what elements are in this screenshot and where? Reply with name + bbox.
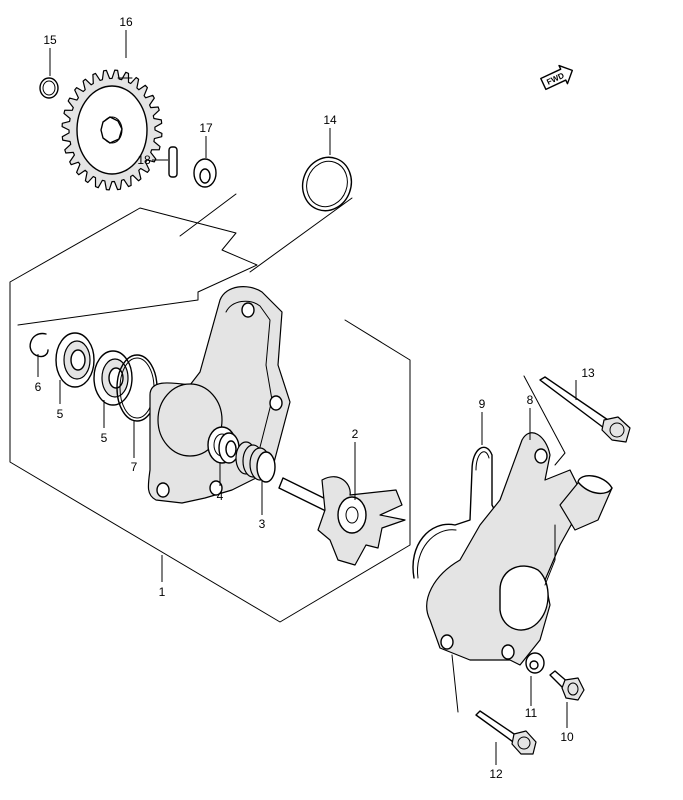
callout-18: 18 [137, 153, 151, 167]
callout-16: 16 [119, 15, 133, 29]
dowel-pin-18 [168, 146, 178, 178]
washer-17 [193, 158, 217, 188]
circlip-15 [39, 77, 59, 99]
bolt-10 [549, 670, 585, 701]
callout-3: 3 [259, 517, 266, 531]
bolt-12 [451, 654, 537, 755]
assembly-outline [9, 207, 411, 623]
callout-8: 8 [527, 393, 534, 407]
circlip-6 [29, 332, 49, 358]
impeller-2 [278, 476, 406, 566]
o-ring-14 [301, 156, 353, 212]
callout-12: 12 [489, 767, 503, 781]
callout-17: 17 [199, 121, 213, 135]
callout-14: 14 [323, 113, 337, 127]
callout-9: 9 [479, 397, 486, 411]
bearing-5a [55, 332, 95, 388]
callout-4: 4 [217, 489, 224, 503]
callout-1: 1 [159, 585, 166, 599]
callout-7: 7 [131, 460, 138, 474]
callout-6: 6 [35, 380, 42, 394]
callout-13: 13 [581, 366, 595, 380]
leader-bracket-14 [249, 197, 353, 273]
mechanical-seal-3 [235, 441, 276, 483]
seal-4 [218, 432, 240, 464]
pump-drive-sprocket [61, 69, 163, 191]
callout-5b: 5 [101, 431, 108, 445]
fwd-arrow-icon: FWD [540, 64, 574, 91]
callout-15: 15 [43, 33, 57, 47]
gasket-9 [412, 446, 501, 579]
callout-5a: 5 [57, 407, 64, 421]
pump-cover-8 [426, 432, 613, 666]
callout-10: 10 [560, 730, 574, 744]
washer-11 [525, 652, 545, 674]
bolt-13 [523, 375, 631, 466]
callout-2: 2 [352, 427, 359, 441]
leader-bracket-17 [179, 193, 237, 237]
callout-11: 11 [525, 706, 538, 720]
